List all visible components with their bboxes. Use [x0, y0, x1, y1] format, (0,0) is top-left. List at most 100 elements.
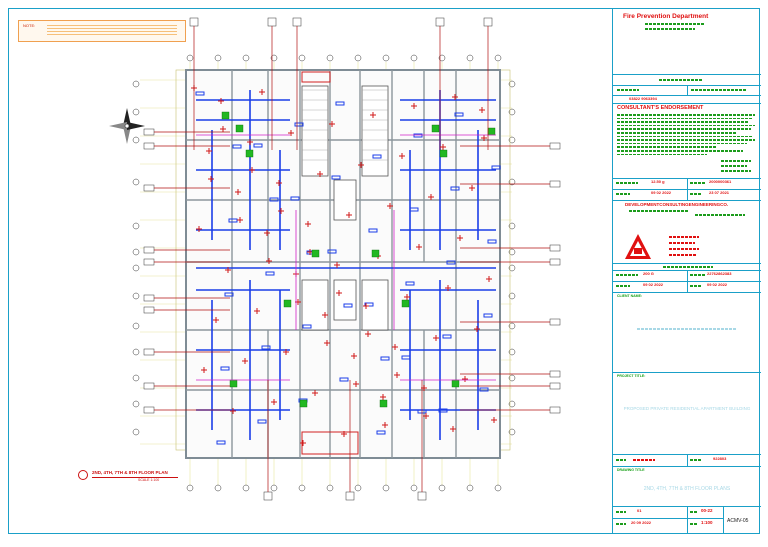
duct-branch [491, 165, 501, 170]
grid-bubble [132, 374, 140, 382]
company-subtitle [629, 210, 689, 212]
duct-branch [339, 377, 349, 382]
tag [549, 406, 561, 414]
contact-lines [669, 242, 695, 244]
fcu-unit [229, 379, 238, 388]
tag [549, 258, 561, 266]
duct-branch [265, 271, 275, 276]
project-label: PROJECT TITLE: [617, 374, 646, 378]
duct-branch [368, 228, 378, 233]
fcu-unit [371, 249, 380, 258]
divider [613, 200, 761, 201]
grid-bubble [214, 54, 222, 62]
scale-value: 1:100 [701, 520, 713, 525]
stair-core [301, 279, 329, 331]
grid-bubble [132, 136, 140, 144]
grid-bubble [298, 484, 306, 492]
note-text-lines [47, 25, 177, 37]
cell-divider [687, 454, 688, 466]
tag [417, 491, 427, 501]
endorsement-line [617, 128, 751, 130]
caption-scale: SCALE 1:100 [138, 478, 160, 482]
grid-bubble [132, 400, 140, 408]
grid-bubble [508, 400, 516, 408]
fcu-unit [451, 379, 460, 388]
duct-branch [454, 112, 464, 117]
tag [549, 142, 561, 150]
title-block: Fire Prevention Department 03822 9063394… [612, 8, 761, 534]
tag [143, 382, 155, 390]
grid-bubble [508, 292, 516, 300]
tag [549, 244, 561, 252]
grid-bubble [270, 54, 278, 62]
field-label [690, 193, 702, 195]
tag [549, 318, 561, 326]
floor-plan-area [109, 17, 561, 501]
duct-branch [294, 122, 304, 127]
duct-branch [302, 324, 312, 329]
duct-branch [327, 249, 337, 254]
client-label: CLIENT NAME: [617, 294, 643, 298]
divider [613, 263, 761, 264]
value-2: 2000000361 [709, 179, 732, 184]
signature-line [721, 160, 751, 162]
tag [143, 348, 155, 356]
grid-bubble [354, 484, 362, 492]
fcu-unit [487, 127, 496, 136]
field-label [616, 459, 626, 461]
duct-branch [438, 408, 448, 413]
divider [613, 372, 761, 373]
tag [292, 17, 302, 27]
grid-bubble [132, 292, 140, 300]
duct-branch [401, 355, 411, 360]
fcu-unit [283, 299, 292, 308]
grid-bubble [132, 108, 140, 116]
contact-lines [669, 236, 699, 238]
reference-number: 03822 9063394 [629, 96, 657, 101]
grid-bubble [508, 108, 516, 116]
date-4: 09 02 2022 [707, 282, 728, 287]
tag [143, 258, 155, 266]
contact-lines [669, 254, 697, 256]
fcu-unit [311, 249, 320, 258]
tag [549, 370, 561, 378]
grid-bubble [270, 484, 278, 492]
contact-lines [669, 248, 699, 250]
grid-bubble [132, 248, 140, 256]
endorsement-line [617, 135, 753, 138]
fcu-unit [439, 149, 448, 158]
grid-bubble [186, 484, 194, 492]
grid-bubble [382, 54, 390, 62]
duct-branch [446, 260, 456, 265]
divider [613, 518, 723, 519]
consultant-endorsement-title: CONSULTANT'S ENDORSEMENT [617, 105, 704, 111]
endorsement-line [617, 150, 743, 152]
duct-branch [216, 440, 226, 445]
field-label [691, 89, 747, 91]
fcu-unit [221, 111, 230, 120]
grid-bubble [466, 484, 474, 492]
duct-branch [343, 303, 353, 308]
project-title: PROPOSED PRIVATE RESIDENTIAL APARTMENT B… [623, 406, 751, 411]
north-arrow-icon [123, 108, 131, 126]
duct-branch [224, 292, 234, 297]
fcu-unit [431, 124, 440, 133]
duct-branch [405, 281, 415, 286]
divider [613, 466, 761, 467]
lift-core [333, 179, 357, 221]
tag [143, 128, 155, 136]
tag [143, 406, 155, 414]
stair-core [301, 85, 329, 177]
duct-branch [253, 143, 263, 148]
stair-core [361, 85, 389, 177]
tag [345, 491, 355, 501]
tag [267, 17, 277, 27]
endorsement-line [617, 117, 753, 120]
client-name [637, 328, 737, 330]
fcu-unit [235, 124, 244, 133]
field-label [616, 285, 630, 287]
grid-bubble [132, 322, 140, 330]
grid-bubble [132, 80, 140, 88]
grid-bubble [438, 54, 446, 62]
field-label [690, 523, 698, 525]
